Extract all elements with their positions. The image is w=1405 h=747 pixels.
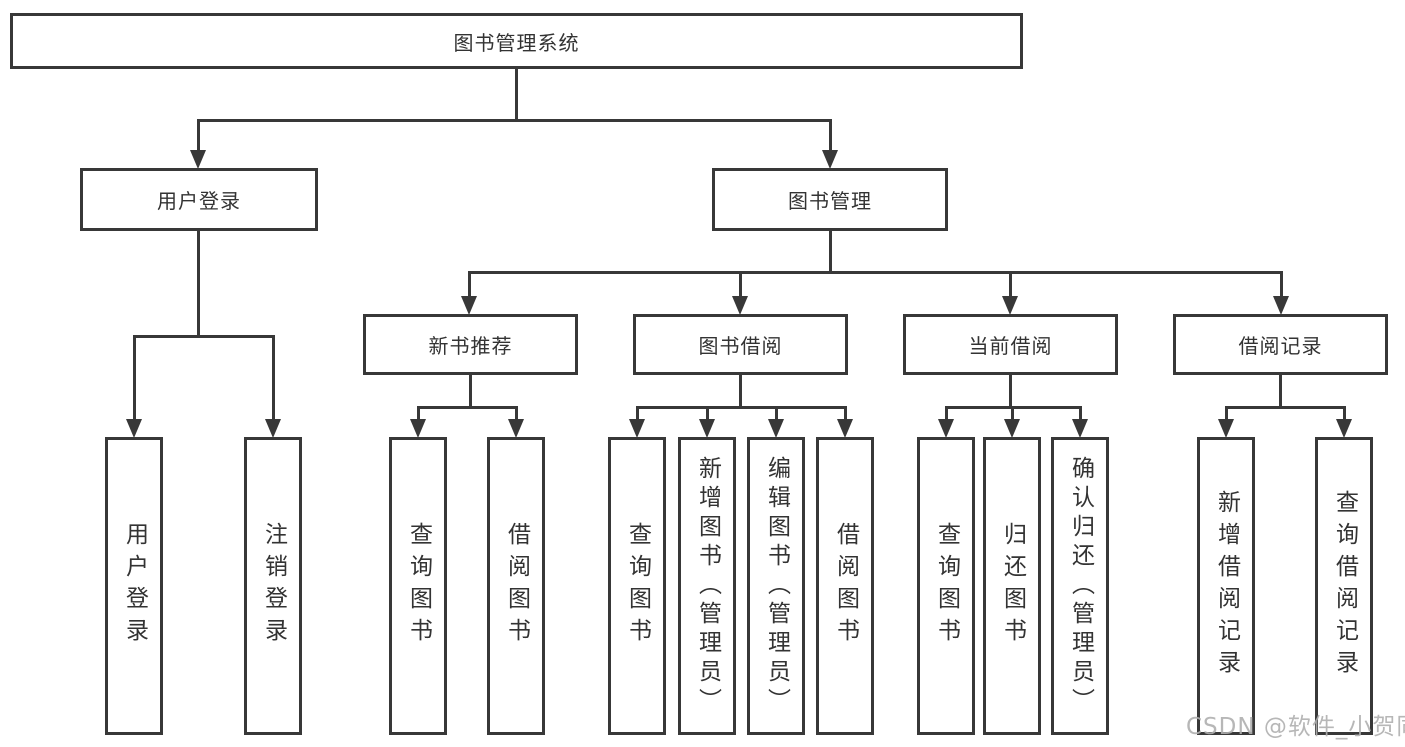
node-label: 图书管理系统	[453, 30, 580, 55]
leaf-label: 查询借阅记录	[1331, 490, 1358, 682]
leaf-label: 借阅图书	[832, 522, 859, 650]
leaf-query-borrow-record: 查询借阅记录	[1315, 437, 1373, 735]
leaf-add-books-admin: 新增图书（管理员）	[678, 437, 736, 735]
node-book-management: 图书管理	[712, 168, 948, 231]
csdn-watermark: CSDN @软件_小贺同学	[1186, 714, 1405, 740]
arrow-to-leaf-query-record	[1342, 406, 1346, 419]
leaf-label: 借阅图书	[503, 522, 530, 650]
connector-current-borrow-stub	[1008, 375, 1012, 409]
leaf-label: 新增图书（管理员）	[694, 455, 721, 717]
leaf-logout: 注销登录	[244, 437, 302, 735]
arrow-to-leaf-borrow-books-2	[843, 406, 847, 419]
arrow-to-user-login	[196, 119, 200, 150]
leaf-label: 用户登录	[121, 522, 148, 650]
arrow-to-borrow-records	[1279, 271, 1283, 296]
connector-level3-rail	[467, 271, 1283, 274]
arrow-to-leaf-edit-books	[774, 406, 778, 419]
node-label: 用户登录	[157, 189, 241, 213]
leaf-label: 查询图书	[624, 522, 651, 650]
leaf-query-books-2: 查询图书	[608, 437, 666, 735]
node-user-login: 用户登录	[80, 168, 318, 231]
node-label: 图书管理	[788, 189, 872, 213]
connector-new-book-rail	[416, 406, 518, 409]
leaf-label: 注销登录	[260, 522, 287, 650]
arrow-to-leaf-query-books-1	[416, 406, 420, 419]
arrow-to-new-book-recommend	[467, 271, 471, 296]
arrow-to-leaf-return-books	[1010, 406, 1014, 419]
arrow-to-leaf-query-books-2	[635, 406, 639, 419]
connector-book-management-stub	[828, 231, 832, 274]
arrow-to-current-borrow	[1008, 271, 1012, 296]
leaf-add-borrow-record: 新增借阅记录	[1197, 437, 1255, 735]
leaf-edit-books-admin: 编辑图书（管理员）	[747, 437, 805, 735]
node-borrow-records: 借阅记录	[1173, 314, 1388, 375]
connector-root-stub	[514, 69, 518, 122]
leaf-label: 查询图书	[933, 522, 960, 650]
connector-level1-rail	[196, 119, 832, 122]
connector-user-login-stub	[196, 231, 200, 338]
arrow-to-book-borrow	[738, 271, 742, 296]
node-label: 新书推荐	[428, 334, 513, 358]
leaf-label: 确认归还（管理员）	[1067, 455, 1094, 717]
node-label: 图书借阅	[698, 334, 783, 358]
arrow-to-leaf-query-books-3	[944, 406, 948, 419]
node-book-borrow: 图书借阅	[633, 314, 848, 375]
leaf-confirm-return-admin: 确认归还（管理员）	[1051, 437, 1109, 735]
arrow-to-book-management	[828, 119, 832, 150]
node-library-management-system: 图书管理系统	[10, 13, 1023, 69]
leaf-query-books-3: 查询图书	[917, 437, 975, 735]
connector-user-login-rail	[132, 335, 275, 338]
node-label: 借阅记录	[1238, 334, 1323, 358]
leaf-return-books: 归还图书	[983, 437, 1041, 735]
leaf-label: 编辑图书（管理员）	[763, 455, 790, 717]
connector-borrow-records-rail	[1224, 406, 1346, 409]
arrow-to-leaf-borrow-books-1	[514, 406, 518, 419]
arrow-to-leaf-user-login	[132, 335, 136, 419]
arrow-to-leaf-logout	[271, 335, 275, 419]
arrow-to-leaf-add-record	[1224, 406, 1228, 419]
connector-new-book-stub	[468, 375, 472, 409]
leaf-borrow-books-1: 借阅图书	[487, 437, 545, 735]
leaf-label: 新增借阅记录	[1213, 490, 1240, 682]
connector-book-borrow-rail	[635, 406, 847, 409]
arrow-to-leaf-confirm-return	[1078, 406, 1082, 419]
node-current-borrow: 当前借阅	[903, 314, 1118, 375]
leaf-borrow-books-2: 借阅图书	[816, 437, 874, 735]
node-new-book-recommend: 新书推荐	[363, 314, 578, 375]
leaf-label: 归还图书	[999, 522, 1026, 650]
connector-book-borrow-stub	[738, 375, 742, 409]
leaf-query-books-1: 查询图书	[389, 437, 447, 735]
leaf-label: 查询图书	[405, 522, 432, 650]
arrow-to-leaf-add-books	[705, 406, 709, 419]
node-label: 当前借阅	[968, 334, 1053, 358]
connector-borrow-records-stub	[1278, 375, 1282, 409]
leaf-user-login: 用户登录	[105, 437, 163, 735]
